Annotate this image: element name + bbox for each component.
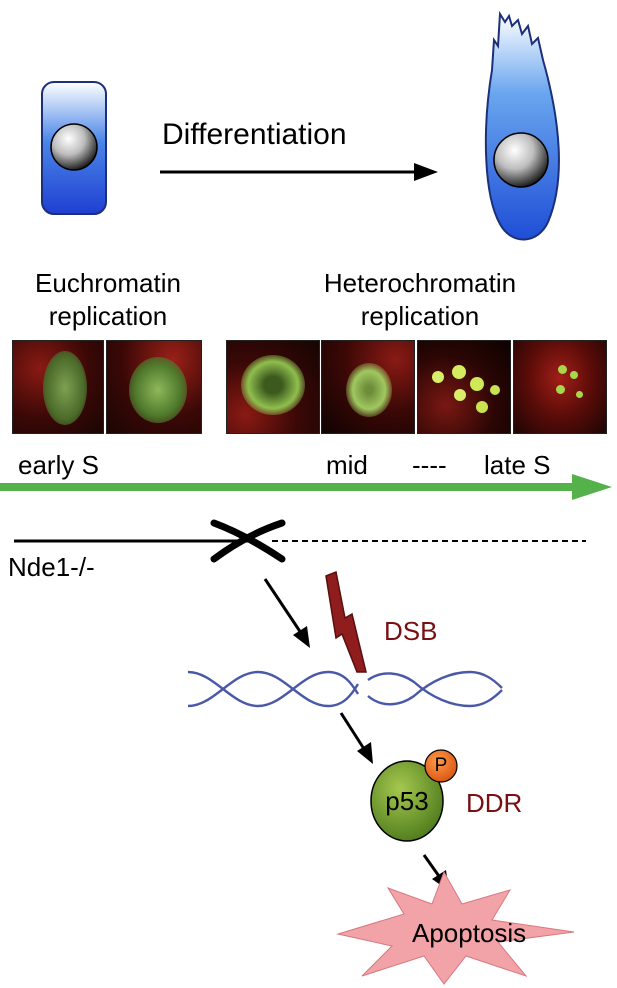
differentiated-cell [484, 10, 560, 241]
mid-label: mid [326, 450, 368, 480]
dsb-label: DSB [384, 616, 438, 646]
nde1-label: Nde1-/- [8, 552, 95, 582]
micrograph-heterochromatin-4 [513, 340, 607, 434]
phosphate-label: P [434, 755, 448, 776]
apoptosis-label: Apoptosis [412, 918, 527, 948]
micrograph-heterochromatin-2 [321, 340, 415, 434]
apoptosis-starburst [336, 870, 575, 985]
micrograph-heterochromatin-1 [226, 340, 320, 434]
dna-helix-icon [187, 670, 503, 708]
dashes-label: ---- [412, 450, 447, 480]
lightning-bolt-icon [325, 570, 367, 673]
p53-protein [370, 760, 444, 842]
phosphate-badge [424, 749, 458, 783]
ddr-label: DDR [466, 788, 523, 818]
arrow-to-p53 [339, 712, 373, 764]
euchromatin-label: Euchromatin [35, 268, 181, 298]
micrograph-heterochromatin-3 [417, 340, 511, 434]
euchromatin-sub-label: replication [48, 301, 168, 331]
p53-label: p53 [385, 786, 429, 816]
s-phase-timeline-arrow [0, 474, 612, 500]
arrow-to-dna [263, 578, 310, 648]
differentiation-label: Differentiation [162, 118, 347, 151]
early-s-label: early S [18, 450, 99, 480]
micrograph-euchromatin-2 [106, 340, 202, 434]
progenitor-cell [41, 81, 107, 215]
replication-block-x-icon [210, 519, 286, 563]
micrograph-euchromatin-1 [12, 340, 104, 434]
differentiation-arrow [160, 163, 438, 181]
heterochromatin-sub-label: replication [360, 301, 480, 331]
heterochromatin-label: Heterochromatin [323, 268, 517, 298]
late-s-label: late S [484, 450, 551, 480]
